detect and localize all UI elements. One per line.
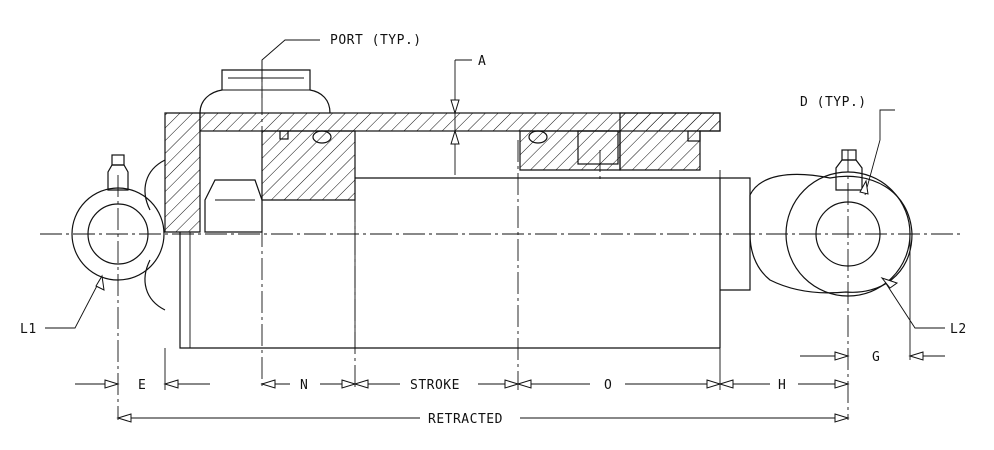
rod-gland (619, 112, 721, 171)
label-port: PORT (TYP.) (330, 33, 422, 48)
l2-leader (884, 281, 945, 329)
label-l1: L1 (20, 322, 37, 337)
piston-seal (312, 130, 332, 144)
label-a: A (478, 54, 486, 69)
label-o: O (604, 378, 612, 393)
label-l2: L2 (950, 322, 967, 337)
port-boss (199, 69, 331, 114)
label-stroke: STROKE (410, 378, 460, 393)
l1-leader (45, 279, 101, 329)
rod-end-eye (749, 173, 913, 294)
gland-port (577, 130, 619, 165)
piston (261, 130, 356, 201)
label-d: D (TYP.) (800, 95, 867, 110)
label-n: N (300, 378, 308, 393)
cylinder-body-lower (179, 232, 720, 349)
port-leader (261, 39, 320, 98)
head-end-cap (164, 112, 201, 233)
label-g: G (872, 350, 880, 365)
piston-nut (204, 179, 263, 233)
label-h: H (778, 378, 786, 393)
label-e: E (138, 378, 146, 393)
label-retracted: RETRACTED (428, 412, 503, 427)
d-leader (864, 109, 895, 196)
grease-fitting-right (835, 159, 863, 191)
gland-seal (528, 130, 548, 144)
